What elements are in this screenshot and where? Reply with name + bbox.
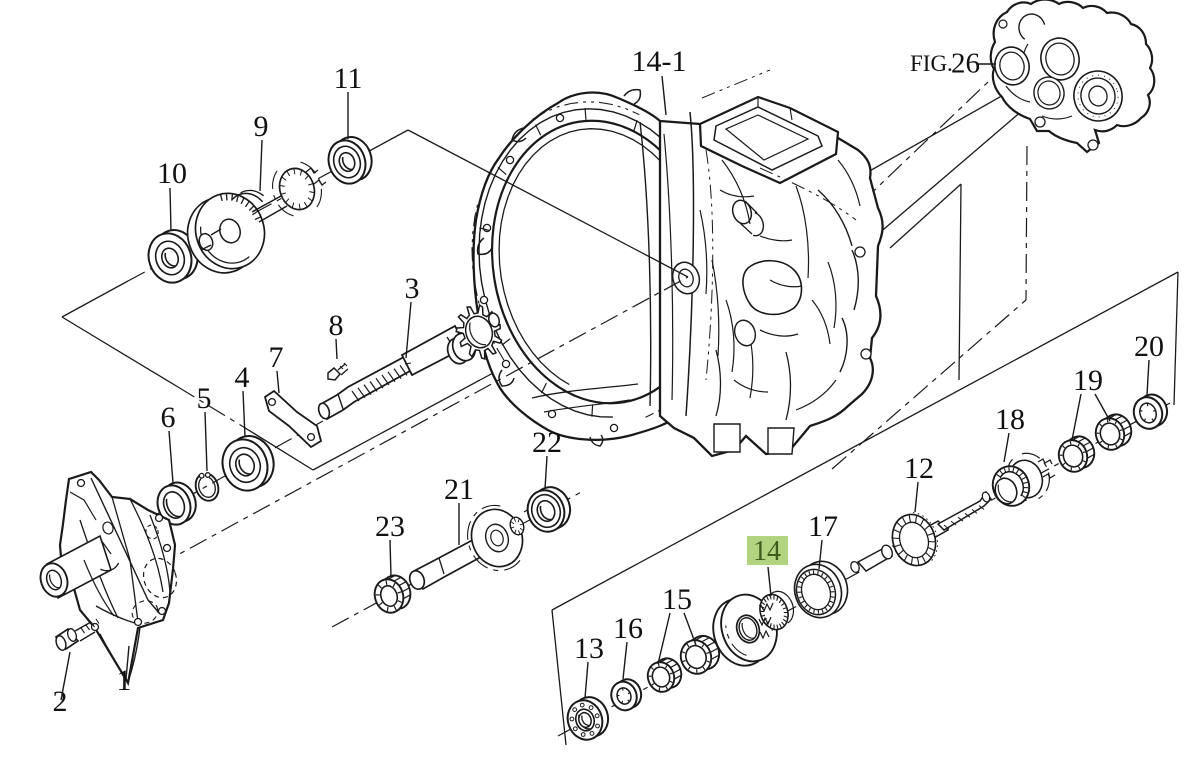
svg-text:1: 1 bbox=[117, 664, 132, 697]
svg-text:23: 23 bbox=[375, 510, 405, 543]
svg-text:26: 26 bbox=[951, 48, 980, 80]
svg-text:3: 3 bbox=[405, 272, 420, 305]
svg-text:13: 13 bbox=[574, 632, 604, 665]
svg-text:19: 19 bbox=[1073, 364, 1103, 397]
svg-text:5: 5 bbox=[197, 382, 212, 415]
svg-text:7: 7 bbox=[269, 341, 284, 374]
svg-text:18: 18 bbox=[995, 403, 1025, 436]
svg-text:21: 21 bbox=[444, 473, 474, 506]
svg-text:11: 11 bbox=[334, 62, 363, 95]
svg-text:8: 8 bbox=[329, 309, 344, 342]
svg-text:16: 16 bbox=[613, 612, 643, 645]
svg-text:12: 12 bbox=[904, 452, 934, 485]
svg-text:FIG.: FIG. bbox=[910, 51, 953, 76]
svg-text:17: 17 bbox=[808, 510, 838, 543]
svg-text:4: 4 bbox=[235, 361, 250, 394]
svg-text:20: 20 bbox=[1134, 330, 1164, 363]
svg-text:6: 6 bbox=[161, 401, 176, 434]
svg-text:9: 9 bbox=[254, 110, 269, 143]
svg-text:15: 15 bbox=[662, 583, 692, 616]
svg-text:14: 14 bbox=[753, 536, 781, 567]
svg-text:2: 2 bbox=[53, 685, 68, 718]
svg-text:22: 22 bbox=[532, 426, 562, 459]
svg-text:10: 10 bbox=[157, 157, 187, 190]
svg-text:14-1: 14-1 bbox=[632, 45, 687, 78]
